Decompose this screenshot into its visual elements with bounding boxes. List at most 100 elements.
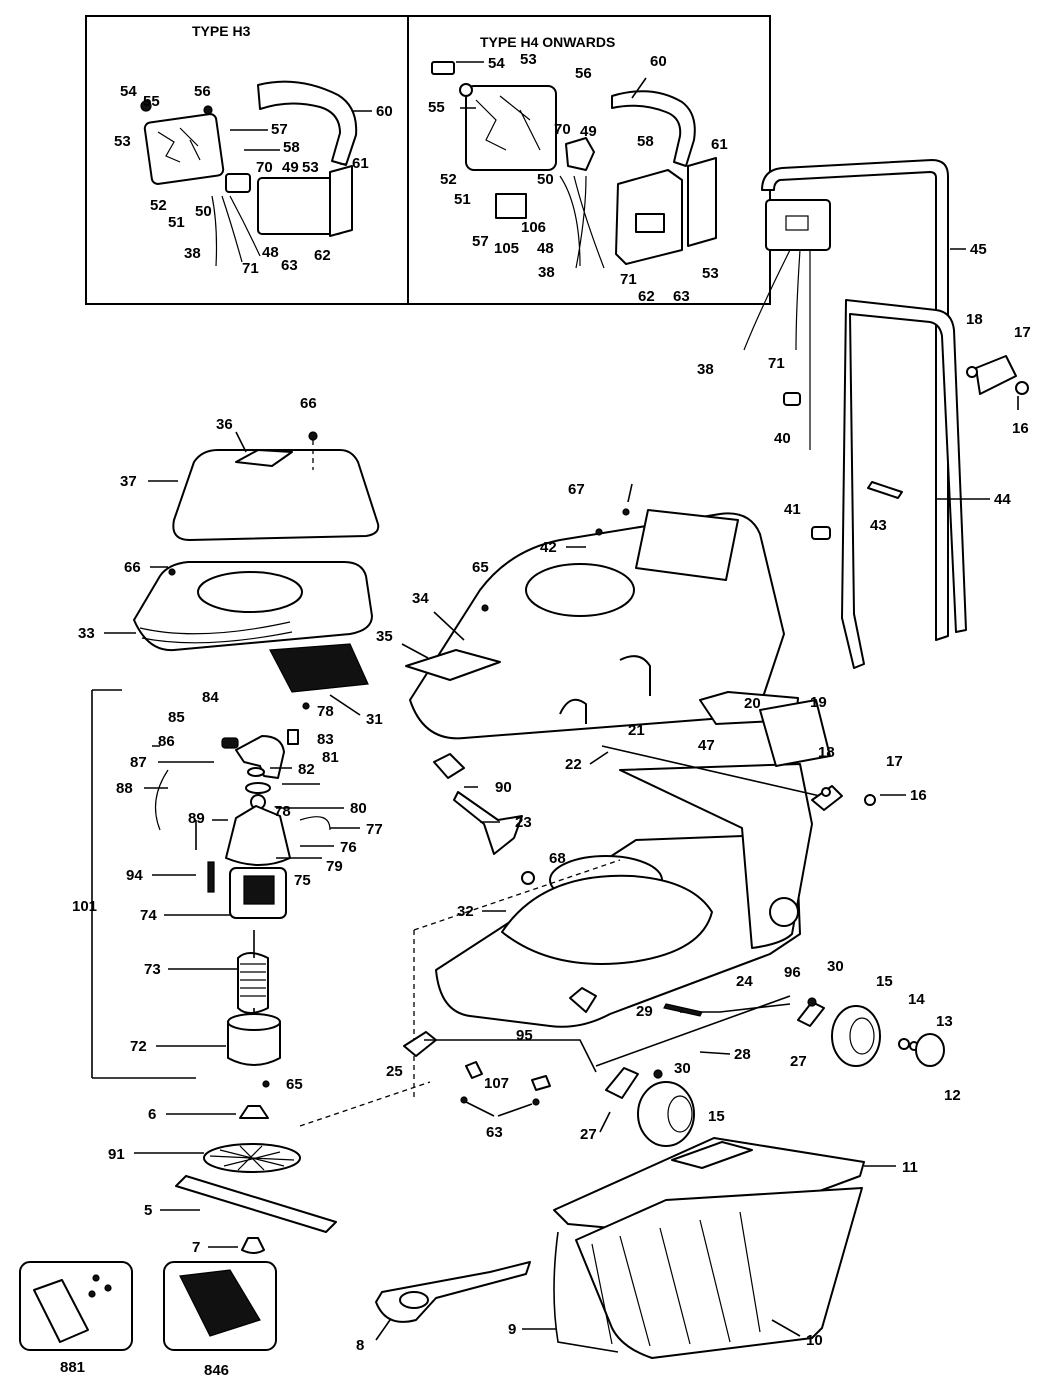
part-number-p88: 88 — [116, 780, 133, 797]
part-number-p34: 34 — [412, 590, 429, 607]
part-number-p107: 107 — [484, 1075, 509, 1092]
part-number-p73: 73 — [144, 961, 161, 978]
part-number-b51: 51 — [454, 191, 471, 208]
part-number-p41: 41 — [784, 501, 801, 518]
part-number-p16b: 16 — [910, 787, 927, 804]
part-number-p80: 80 — [350, 800, 367, 817]
part-number-p10: 10 — [806, 1332, 823, 1349]
part-number-p96: 96 — [784, 964, 801, 981]
part-number-p66a: 66 — [300, 395, 317, 412]
h3-switch-assembly — [140, 80, 358, 267]
type-h3-title: TYPE H3 — [192, 23, 251, 39]
part-number-b52: 52 — [440, 171, 457, 188]
part-number-p12: 12 — [944, 1087, 961, 1104]
part-number-b70: 70 — [554, 121, 571, 138]
h3-callouts: 54 55 56 53 57 58 70 49 53 61 60 52 51 5… — [114, 83, 393, 277]
part-number-b53b: 53 — [702, 265, 719, 282]
motor-housing-callouts: 66 33 31 — [78, 559, 383, 728]
part-number-p35: 35 — [376, 628, 393, 645]
part-number-b63: 63 — [673, 288, 690, 305]
part-number-p83: 83 — [317, 731, 334, 748]
part-number-p95: 95 — [516, 1027, 533, 1044]
part-number-a49: 49 — [282, 159, 299, 176]
switch-variants-inset: TYPE H3 TYPE H4 ONWARDS 54 55 56 53 57 5… — [85, 15, 771, 305]
part-number-b48: 48 — [537, 240, 554, 257]
h4-callouts: 54 53 56 60 55 70 49 58 61 52 50 51 106 … — [428, 51, 728, 305]
handle-callouts: 45 38 71 18 17 16 40 41 43 44 — [697, 241, 1031, 534]
part-number-p29: 29 — [636, 1003, 653, 1020]
part-number-p68: 68 — [549, 850, 566, 867]
axles-callouts: 96 30 15 14 13 12 27 29 28 95 25 30 107 … — [386, 958, 961, 1143]
part-number-p36: 36 — [216, 416, 233, 433]
part-number-b56: 56 — [575, 65, 592, 82]
part-number-p23: 23 — [515, 814, 532, 831]
part-number-a56: 56 — [194, 83, 211, 100]
part-number-p65b: 65 — [286, 1076, 303, 1093]
part-number-b61: 61 — [711, 136, 728, 153]
part-number-p30b: 30 — [674, 1060, 691, 1077]
part-number-p76: 76 — [340, 839, 357, 856]
part-number-p27b: 27 — [580, 1126, 597, 1143]
part-number-p22: 22 — [565, 756, 582, 773]
part-number-p82: 82 — [298, 761, 315, 778]
part-number-b54: 54 — [488, 55, 505, 72]
motor-cover-callouts: 66 36 37 — [120, 395, 317, 490]
part-number-a61: 61 — [352, 155, 369, 172]
part-number-p67: 67 — [568, 481, 585, 498]
part-number-p43: 43 — [870, 517, 887, 534]
part-number-p5: 5 — [144, 1202, 152, 1219]
accessory-packs: 881 846 — [19, 1261, 277, 1379]
part-number-p44: 44 — [994, 491, 1011, 508]
part-number-p11: 11 — [902, 1159, 918, 1176]
part-number-p89: 89 — [188, 810, 205, 827]
part-number-p15a: 15 — [876, 973, 893, 990]
part-number-p45: 45 — [970, 241, 987, 258]
part-number-p19: 19 — [810, 694, 827, 711]
blade-assembly-callouts: 6 91 5 7 — [108, 1106, 238, 1256]
part-number-a52: 52 — [150, 197, 167, 214]
part-number-p47: 47 — [698, 737, 715, 754]
part-number-b57: 57 — [472, 233, 489, 250]
part-number-p90: 90 — [495, 779, 512, 796]
part-number-p14: 14 — [908, 991, 925, 1008]
grass-box-callouts: 11 10 9 8 — [356, 1159, 918, 1354]
part-number-a50: 50 — [195, 203, 212, 220]
part-number-p8: 8 — [356, 1337, 364, 1354]
part-number-p9: 9 — [508, 1321, 516, 1338]
part-number-p77: 77 — [366, 821, 383, 838]
part-number-a54: 54 — [120, 83, 137, 100]
part-number-p63: 63 — [486, 1124, 503, 1141]
part-number-p84: 84 — [202, 689, 219, 706]
part-number-p72: 72 — [130, 1038, 147, 1055]
handle-assembly — [743, 159, 1029, 669]
part-number-p78b: 78 — [274, 803, 291, 820]
part-number-a57: 57 — [271, 121, 288, 138]
type-h4-title: TYPE H4 ONWARDS — [480, 34, 615, 50]
part-number-p18b: 18 — [818, 744, 835, 761]
motor-stack-callouts: 84 85 86 87 88 89 94 101 74 73 72 78 83 … — [72, 689, 383, 1093]
part-number-p38: 38 — [697, 361, 714, 378]
grass-box — [375, 1137, 865, 1359]
motor-cover — [172, 431, 380, 541]
part-number-a62: 62 — [314, 247, 331, 264]
part-number-p66b: 66 — [124, 559, 141, 576]
part-number-p6: 6 — [148, 1106, 156, 1123]
part-number-b62: 62 — [638, 288, 655, 305]
part-number-p75: 75 — [294, 872, 311, 889]
main-deck-callouts: 67 42 65 34 35 — [376, 481, 633, 659]
part-number-b55: 55 — [428, 99, 445, 116]
part-number-b106: 106 — [521, 219, 546, 236]
chassis-callouts: 20 19 21 47 22 18 17 16 90 23 68 32 24 — [457, 694, 927, 990]
part-number-p17a: 17 — [1014, 324, 1031, 341]
part-number-p71: 71 — [768, 355, 785, 372]
part-number-p85: 85 — [168, 709, 185, 726]
part-number-p78a: 78 — [317, 703, 334, 720]
pack-846-label: 846 — [204, 1362, 229, 1379]
part-number-p20: 20 — [744, 695, 761, 712]
blade-assembly — [175, 1081, 431, 1254]
part-number-b58: 58 — [637, 133, 654, 150]
part-number-p87: 87 — [130, 754, 147, 771]
part-number-b50: 50 — [537, 171, 554, 188]
part-number-b38: 38 — [538, 264, 555, 281]
